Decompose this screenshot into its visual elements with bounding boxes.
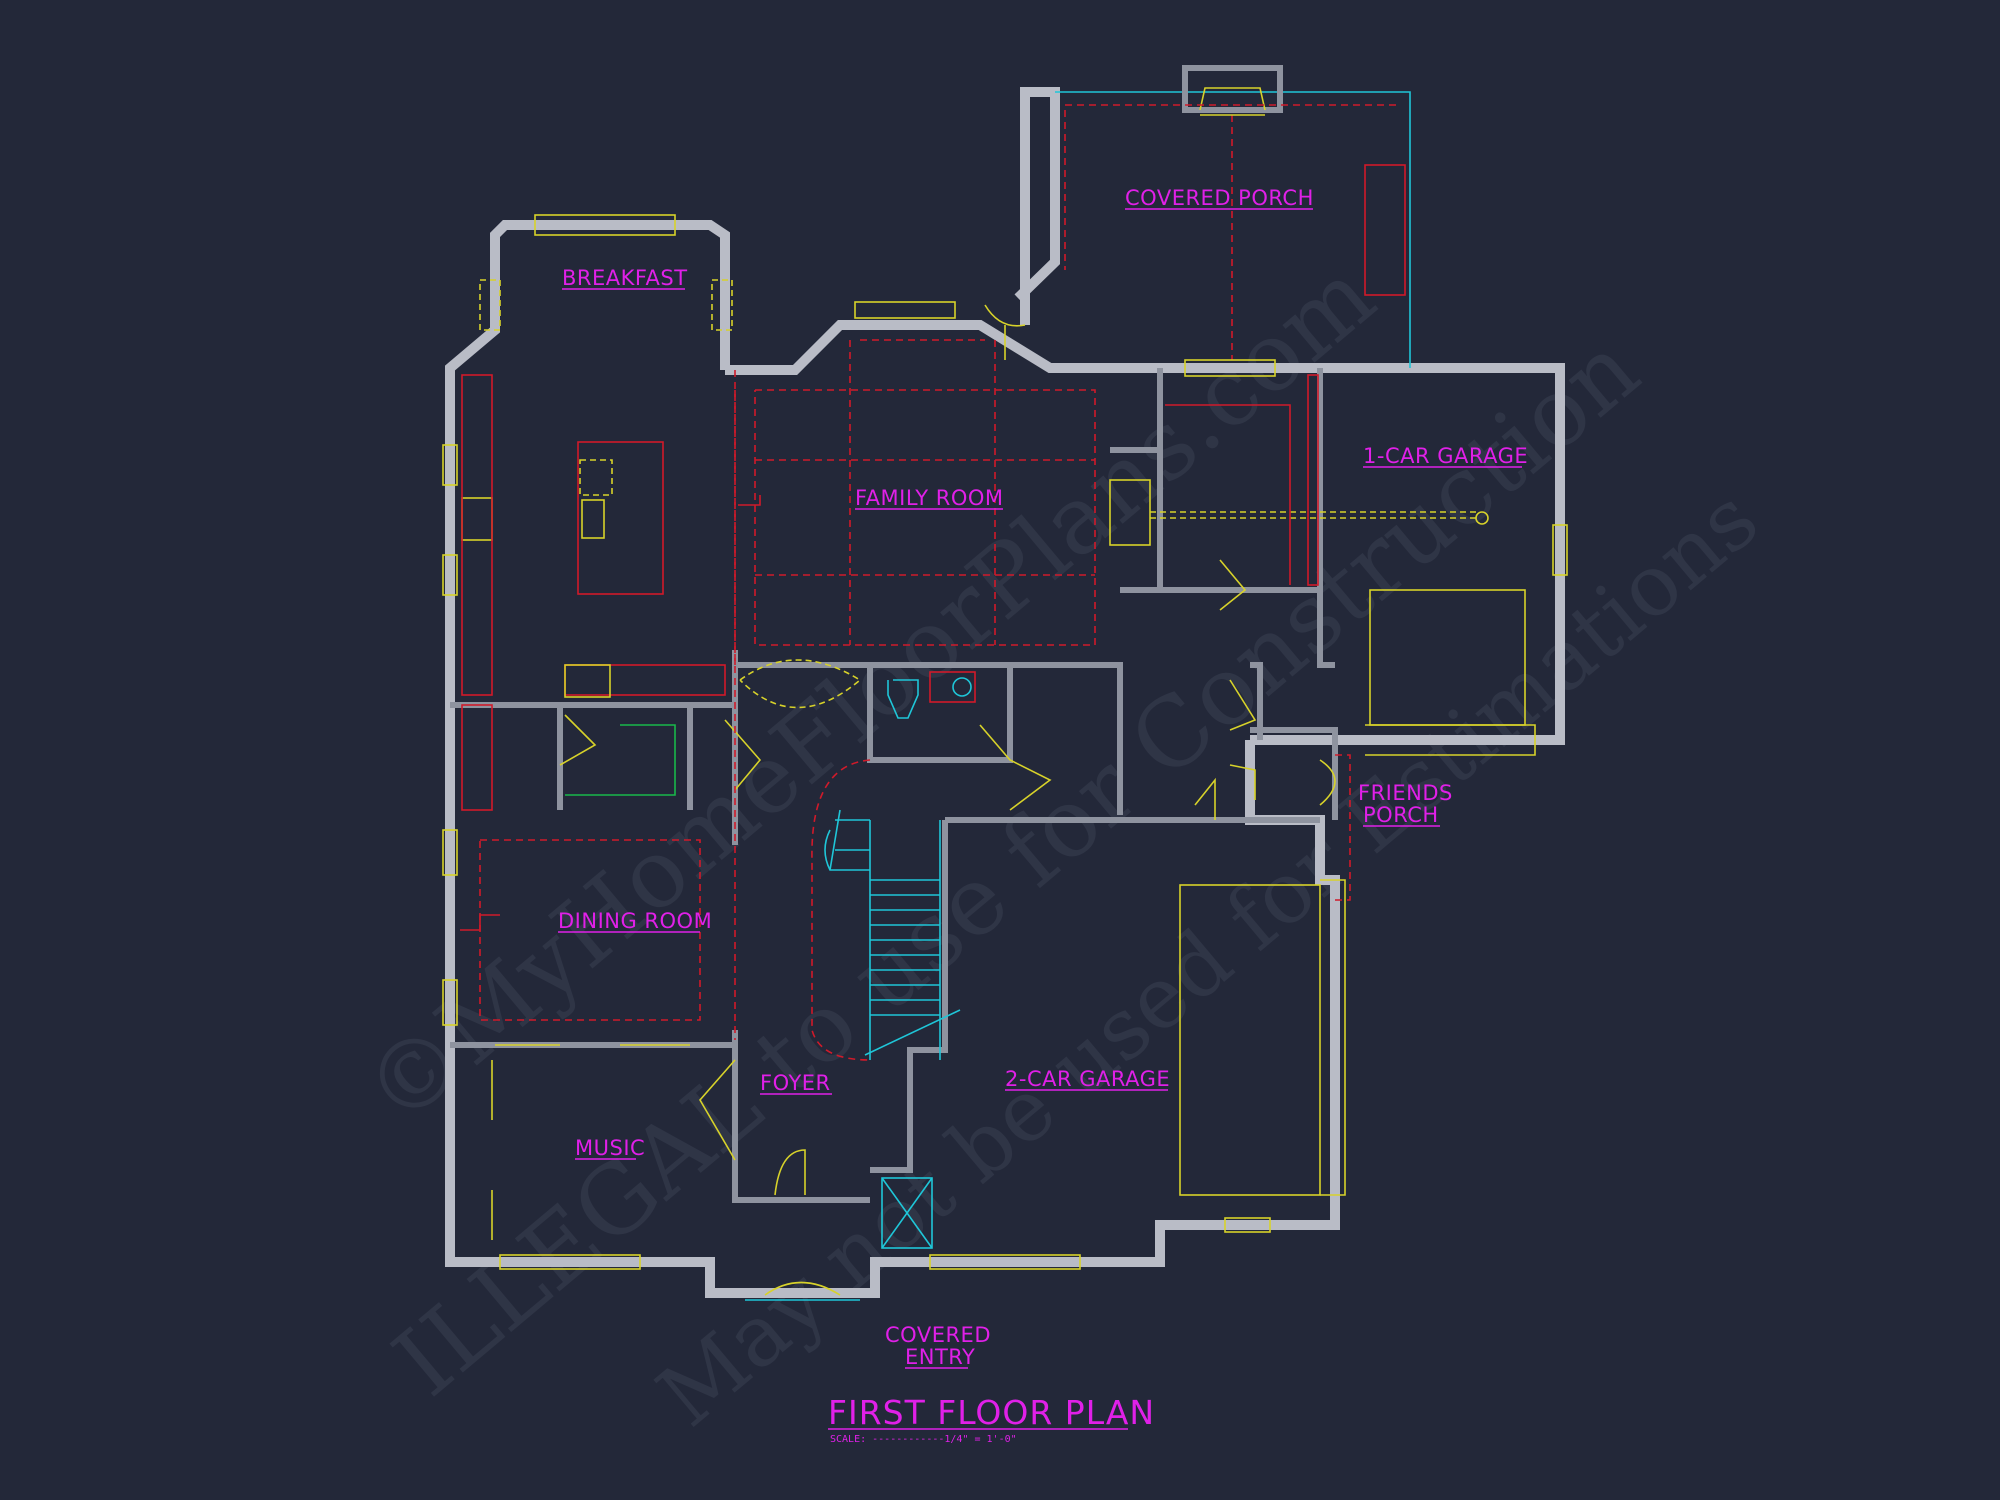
kitchen-fixtures bbox=[461, 374, 726, 796]
label-covered-entry-1: COVERED bbox=[885, 1323, 991, 1347]
label-two-car-garage: 2-CAR GARAGE bbox=[1005, 1067, 1170, 1091]
interior-walls bbox=[450, 368, 1338, 1203]
exterior-walls bbox=[445, 220, 1565, 1298]
label-foyer: FOYER bbox=[760, 1071, 831, 1095]
dining-room-fixtures bbox=[460, 390, 736, 1040]
label-friends-porch-2: PORCH bbox=[1363, 803, 1439, 827]
label-friends-porch-1: FRIENDS bbox=[1358, 781, 1453, 805]
stairs bbox=[811, 759, 961, 1061]
label-covered-entry-2: ENTRY bbox=[905, 1345, 975, 1369]
doors bbox=[559, 559, 1257, 1196]
friends-porch-structure bbox=[1319, 754, 1351, 901]
label-family-room: FAMILY ROOM bbox=[855, 486, 1004, 510]
watermark-line-2: ILLEGAL to use for Construction bbox=[374, 314, 1659, 1417]
powder-room bbox=[887, 671, 976, 719]
one-car-garage-fixtures bbox=[1165, 374, 1536, 756]
label-covered-porch: COVERED PORCH bbox=[1125, 186, 1314, 210]
windows bbox=[442, 214, 1568, 1270]
label-music: MUSIC bbox=[575, 1136, 645, 1160]
music-room-fixtures bbox=[491, 1044, 690, 1240]
label-dining-room: DINING ROOM bbox=[558, 909, 712, 933]
plan-scale: SCALE: ------------1/4" = 1'-0" bbox=[830, 1434, 1017, 1445]
label-one-car-garage: 1-CAR GARAGE bbox=[1363, 444, 1528, 468]
plan-title: FIRST FLOOR PLAN bbox=[828, 1393, 1155, 1432]
room-labels: BREAKFAST COVERED PORCH FAMILY ROOM 1-CA… bbox=[558, 186, 1528, 1369]
family-room-grid bbox=[734, 339, 1489, 709]
plan-title-block: FIRST FLOOR PLAN SCALE: ------------1/4"… bbox=[828, 1393, 1155, 1445]
label-breakfast: BREAKFAST bbox=[562, 266, 688, 290]
covered-entry-structure bbox=[745, 1177, 933, 1301]
two-car-garage-fixtures bbox=[1179, 879, 1346, 1196]
covered-porch-structure bbox=[984, 65, 1411, 368]
